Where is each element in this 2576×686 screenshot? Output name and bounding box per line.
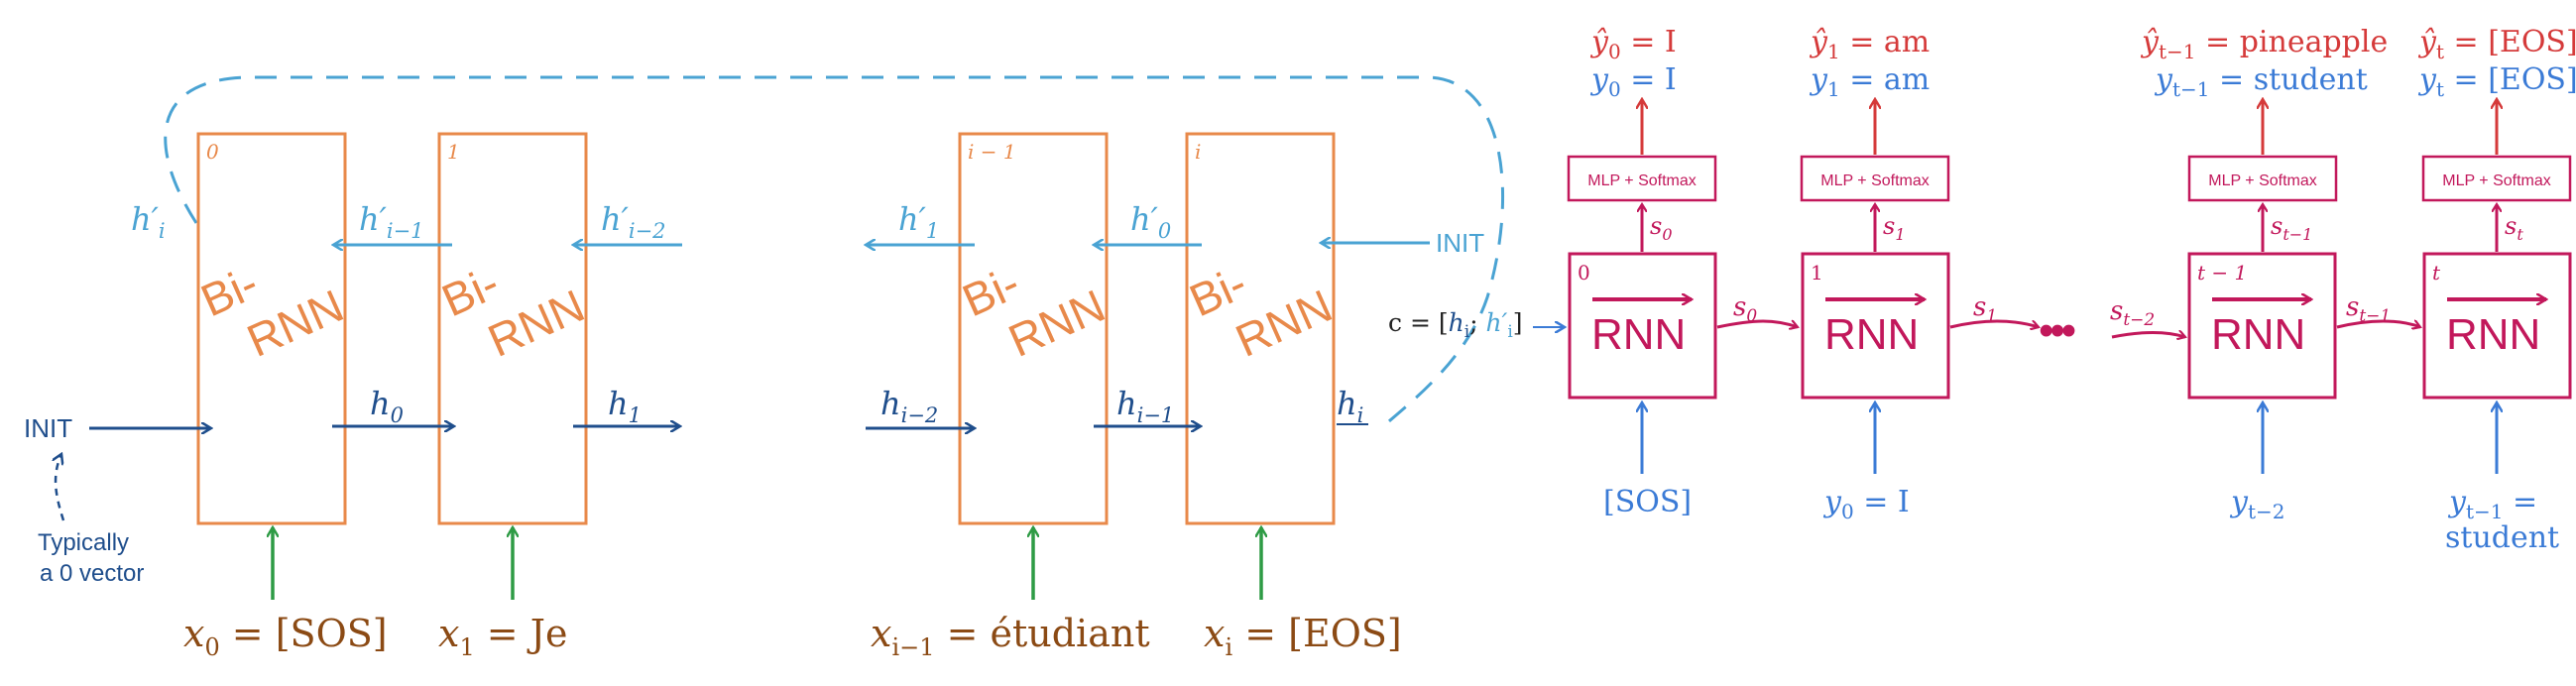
svg-text:MLP + Softmax: MLP + Softmax	[1587, 172, 1697, 189]
decoder-cell-t-1: t − 1 RNN	[2187, 252, 2337, 400]
decoder-cell-1: 1 RNN	[1801, 252, 1950, 400]
decoder-input-0: [SOS]	[1603, 485, 1692, 519]
decoder-input-t-line2: student	[2445, 520, 2559, 555]
encoder-cell-i: i Bi- RNN	[1182, 132, 1340, 525]
forward-label-h1: h1	[608, 385, 642, 427]
mlp-state-label-t: st	[2505, 212, 2523, 244]
forward-label-h0: h0	[370, 385, 404, 427]
predicted-token-0: ŷ0 = I	[1589, 25, 1677, 63]
backward-label-h1: h′1	[898, 200, 939, 243]
state-arrow-s0	[1716, 319, 1798, 327]
true-token-t-1: yt−1 = student	[2154, 62, 2368, 101]
cell-index: 1	[447, 140, 460, 164]
cell-index: i − 1	[968, 140, 1016, 164]
state-label-st-2: st−2	[2110, 296, 2155, 330]
predicted-token-1: ŷ1 = am	[1809, 25, 1930, 63]
init-note-line1: Typically	[38, 529, 129, 556]
predicted-token-t-1: ŷt−1 = pineapple	[2140, 25, 2388, 63]
state-arrow-s1	[1949, 319, 2039, 327]
encoder-cell-i-1: i − 1 Bi- RNN	[955, 132, 1112, 525]
mlp-softmax-box-1: MLP + Softmax	[1800, 155, 1950, 202]
cell-index: 0	[206, 140, 219, 164]
true-token-0: y0 = I	[1589, 62, 1677, 101]
forward-label-hi-2: hi−2	[880, 385, 938, 427]
decoder-input-1: y0 = I	[1822, 485, 1910, 523]
init-label-forward: INIT	[24, 413, 72, 443]
predicted-token-t: ŷt = [EOS]	[2417, 25, 2576, 63]
mlp-softmax-box-0: MLP + Softmax	[1567, 155, 1717, 202]
state-label-s1: s1	[1973, 292, 1997, 326]
svg-text:MLP + Softmax: MLP + Softmax	[1820, 172, 1930, 189]
init-label-backward: INIT	[1436, 228, 1484, 258]
cell-label: RNN	[1824, 310, 1919, 359]
mlp-state-label-1: s1	[1883, 212, 1906, 244]
cell-index: 1	[1811, 261, 1823, 285]
cell-label: RNN	[2211, 310, 2305, 359]
context-vector-label: c = [hi; h′i]	[1388, 308, 1523, 342]
mlp-softmax-box-t: MLP + Softmax	[2421, 155, 2572, 202]
cell-index: t	[2432, 261, 2441, 285]
init-note-arrow	[56, 454, 65, 521]
decoder-cell-t: t RNN	[2422, 252, 2572, 400]
init-note-line2: a 0 vector	[40, 560, 144, 587]
forward-label-hi: hi	[1337, 385, 1363, 427]
context-loop-dashed	[164, 75, 1505, 428]
cell-index: t − 1	[2197, 261, 2247, 285]
cell-label: RNN	[2446, 310, 2540, 359]
encoder-cell-1: 1 Bi- RNN	[434, 132, 592, 525]
state-arrow-st-1	[2336, 321, 2420, 327]
decoder-ellipsis: •••	[2039, 306, 2075, 355]
decoder-cell-0: 0 RNN	[1568, 252, 1717, 400]
mlp-state-label-0: s0	[1650, 212, 1673, 244]
input-token-0: x0 = [SOS]	[183, 612, 388, 661]
backward-label-h0: h′0	[1130, 200, 1171, 243]
state-label-st-1: st−1	[2346, 292, 2391, 326]
mlp-state-label-t-1: st−1	[2271, 212, 2312, 244]
svg-text:MLP + Softmax: MLP + Softmax	[2208, 172, 2317, 189]
cell-index: i	[1195, 140, 1201, 164]
forward-label-hi-1: hi−1	[1116, 385, 1174, 427]
cell-label: RNN	[1591, 310, 1686, 359]
state-arrow-st-2	[2111, 333, 2185, 338]
input-token-i: xi = [EOS]	[1204, 612, 1402, 661]
backward-label-hi-2: h′i−2	[601, 200, 666, 243]
true-token-t: yt = [EOS]	[2417, 62, 2576, 101]
backward-label-hi-1: h′i−1	[359, 200, 424, 243]
true-token-1: y1 = am	[1809, 62, 1930, 101]
cell-index: 0	[1578, 261, 1590, 285]
decoder-input-t-line1: yt−1 =	[2447, 485, 2537, 523]
svg-text:MLP + Softmax: MLP + Softmax	[2442, 172, 2551, 189]
input-token-1: x1 = Je	[438, 612, 567, 661]
backward-label-hi: h′i	[131, 200, 166, 243]
mlp-softmax-box-t-1: MLP + Softmax	[2187, 155, 2338, 202]
encoder-cell-0: 0 Bi- RNN	[193, 132, 351, 525]
decoder-input-t-1: yt−2	[2229, 485, 2284, 523]
state-label-s0: s0	[1733, 292, 1757, 326]
input-token-i-1: xi−1 = étudiant	[871, 612, 1150, 661]
